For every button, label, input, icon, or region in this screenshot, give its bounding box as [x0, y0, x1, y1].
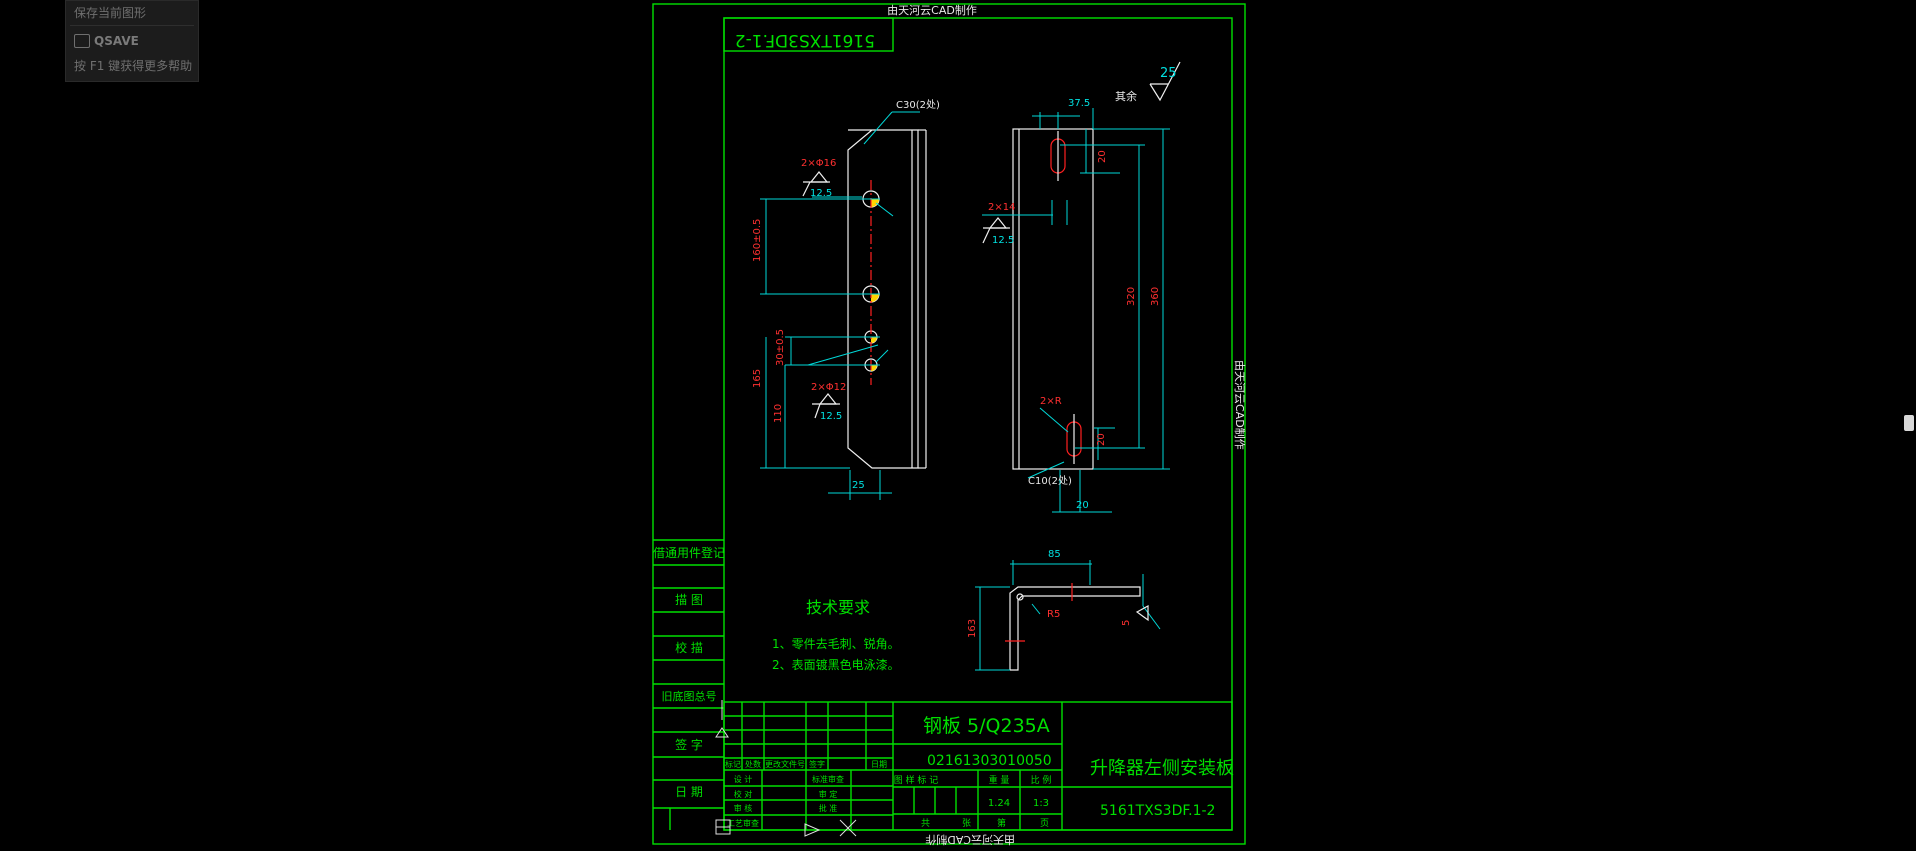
dim-roughness-a: 12.5 [810, 188, 832, 199]
dim-roughness-c: 12.5 [992, 235, 1014, 246]
side-view [982, 61, 1181, 513]
sign-design: 设 计 [734, 774, 753, 784]
command-tooltip: 保存当前图形 QSAVE 按 F1 键获得更多帮助 [65, 0, 199, 82]
label-drawing-mark: 图 样 标 记 [894, 774, 939, 786]
dim-160: 160±0.5 [752, 219, 763, 262]
watermark-right: 由天河云CAD制作 [1233, 360, 1247, 450]
dim-5: 5 [1121, 620, 1132, 626]
sign-approve: 批 准 [819, 803, 838, 813]
cursor-marker [715, 700, 857, 837]
dim-20a: 20 [1097, 150, 1108, 163]
rev-col-date: 日期 [871, 760, 887, 769]
part-name: 升降器左侧安装板 [1090, 758, 1234, 779]
label-total: 共 [921, 818, 930, 829]
tooltip-description: 保存当前图形 [74, 6, 147, 20]
drawing-number: 5161TXS3DF.1-2 [1100, 803, 1215, 819]
tech-requirements-title: 技术要求 [806, 598, 870, 617]
watermark-bottom: 由天河云CAD制作 [925, 833, 1015, 847]
dim-roughness-b: 12.5 [820, 411, 842, 422]
roughness-other-label: 其余 [1115, 89, 1137, 103]
label-no: 第 [997, 817, 1006, 829]
tooltip-help-hint: 按 F1 键获得更多帮助 [74, 59, 193, 73]
label-weight: 重 量 [989, 774, 1010, 786]
dim-165: 165 [752, 369, 763, 388]
dim-110: 110 [773, 404, 784, 423]
dim-320: 320 [1126, 287, 1137, 306]
roughness-value-25: 25 [1160, 66, 1177, 81]
tooltip-divider [70, 25, 194, 26]
sign-process: 工艺审查 [727, 818, 759, 828]
rev-col-file: 更改文件号 [765, 759, 805, 769]
save-icon [74, 34, 90, 48]
tech-requirement-2: 2、表面镀黑色电泳漆。 [772, 658, 900, 672]
title-block [723, 701, 1233, 831]
dim-85: 85 [1048, 549, 1061, 560]
rev-col-count: 处数 [745, 759, 761, 769]
dim-163: 163 [967, 619, 978, 638]
watermark-top: 由天河云CAD制作 [887, 3, 977, 17]
tooltip-command: QSAVE [94, 34, 139, 48]
vertical-scrollbar-thumb[interactable] [1904, 415, 1914, 431]
panel-label-reuse: 借通用件登记 [653, 545, 725, 560]
dim-r5: R5 [1047, 609, 1060, 620]
dim-20c: 20 [1076, 500, 1089, 511]
dim-chamfer-c10: C10(2处) [1028, 475, 1072, 487]
dim-hole-d16: 2×Φ16 [801, 158, 836, 169]
section-view [975, 560, 1161, 671]
tech-requirement-1: 1、零件去毛刺、锐角。 [772, 637, 900, 651]
panel-label-date: 日 期 [675, 785, 703, 799]
rev-col-mark: 标记 [725, 759, 741, 769]
sign-review: 审 核 [734, 803, 753, 813]
dim-chamfer-c30: C30(2处) [896, 99, 940, 111]
front-view [760, 111, 927, 500]
part-number: 02161303010050 [927, 753, 1052, 769]
label-page: 页 [1040, 818, 1049, 829]
material-spec: 钢板 5/Q235A [923, 715, 1050, 737]
dim-20b: 20 [1096, 433, 1107, 446]
sign-standard: 标准审查 [812, 774, 844, 784]
weight-value: 1.24 [988, 798, 1010, 809]
panel-label-check: 校 描 [675, 640, 703, 655]
panel-label-trace: 描 图 [675, 593, 703, 607]
dim-hole-d12: 2×Φ12 [811, 382, 846, 393]
dim-30: 30±0.5 [775, 329, 786, 366]
sign-approve-set: 审 定 [819, 789, 838, 799]
panel-label-old-no: 旧底图总号 [662, 689, 717, 703]
panel-label-sign: 签 字 [675, 737, 703, 752]
mirrored-drawing-code: 5161TXS3DF.1-2 [735, 30, 875, 50]
dim-slot-14: 2×14 [988, 202, 1015, 213]
signature-rows: 设 计 标准审查 校 对 审 定 审 核 批 准 工艺审查 [727, 774, 844, 828]
scale-value: 1:3 [1033, 798, 1049, 809]
sign-proof: 校 对 [734, 789, 753, 799]
revision-header: 标记 处数 更改文件号 签字 日期 [725, 759, 887, 769]
label-scale: 比 例 [1031, 774, 1052, 786]
dim-37-5: 37.5 [1068, 98, 1090, 109]
rev-col-sign: 签字 [809, 759, 825, 769]
label-sheets: 张 [962, 818, 971, 829]
dim-360: 360 [1150, 287, 1161, 306]
dim-r2: 2×R [1040, 396, 1062, 407]
left-margin-panel: 借通用件登记 描 图 校 描 旧底图总号 签 字 日 期 [653, 545, 725, 799]
dim-25: 25 [852, 480, 865, 491]
